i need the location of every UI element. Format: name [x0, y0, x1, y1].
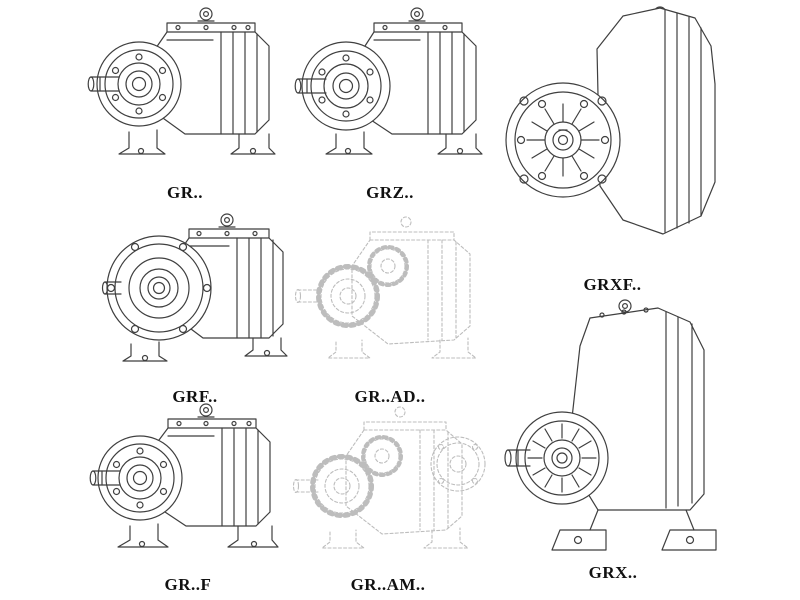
figure-grxf: GRXF..	[505, 4, 720, 293]
figure-gr-am: GR..AM..	[288, 400, 488, 593]
grf-gearbox-drawing	[101, 213, 288, 362]
figure-gr-f: GR..F	[88, 400, 288, 593]
figure-label-grx: GRX..	[588, 563, 638, 582]
gr-f-gearbox-drawing	[89, 403, 279, 548]
grxf-gearbox-drawing	[505, 6, 716, 235]
grz-gearbox-drawing	[294, 7, 483, 155]
figure-grx: GRX..	[498, 298, 728, 581]
figure-label-gr-f: GR..F	[164, 575, 212, 594]
figure-label-gr-ad: GR..AD..	[354, 387, 426, 406]
figure-gr-ad: GR..AD..	[290, 210, 490, 405]
grx-gearbox-drawing	[504, 299, 717, 551]
figure-label-grz: GRZ..	[366, 183, 414, 202]
gr-am-gearbox-drawing	[292, 406, 486, 549]
figure-label-gr-am: GR..AM..	[350, 575, 426, 594]
gr-gearbox-drawing	[87, 7, 276, 155]
figure-grz: GRZ..	[290, 4, 490, 201]
figure-label-grf: GRF..	[172, 387, 218, 406]
figure-label-gr: GR..	[167, 183, 203, 202]
figure-grf: GRF..	[95, 210, 295, 405]
figure-gr: GR..	[85, 4, 285, 201]
gr-ad-gearbox-drawing	[294, 216, 477, 359]
figure-label-grxf: GRXF..	[583, 275, 642, 294]
